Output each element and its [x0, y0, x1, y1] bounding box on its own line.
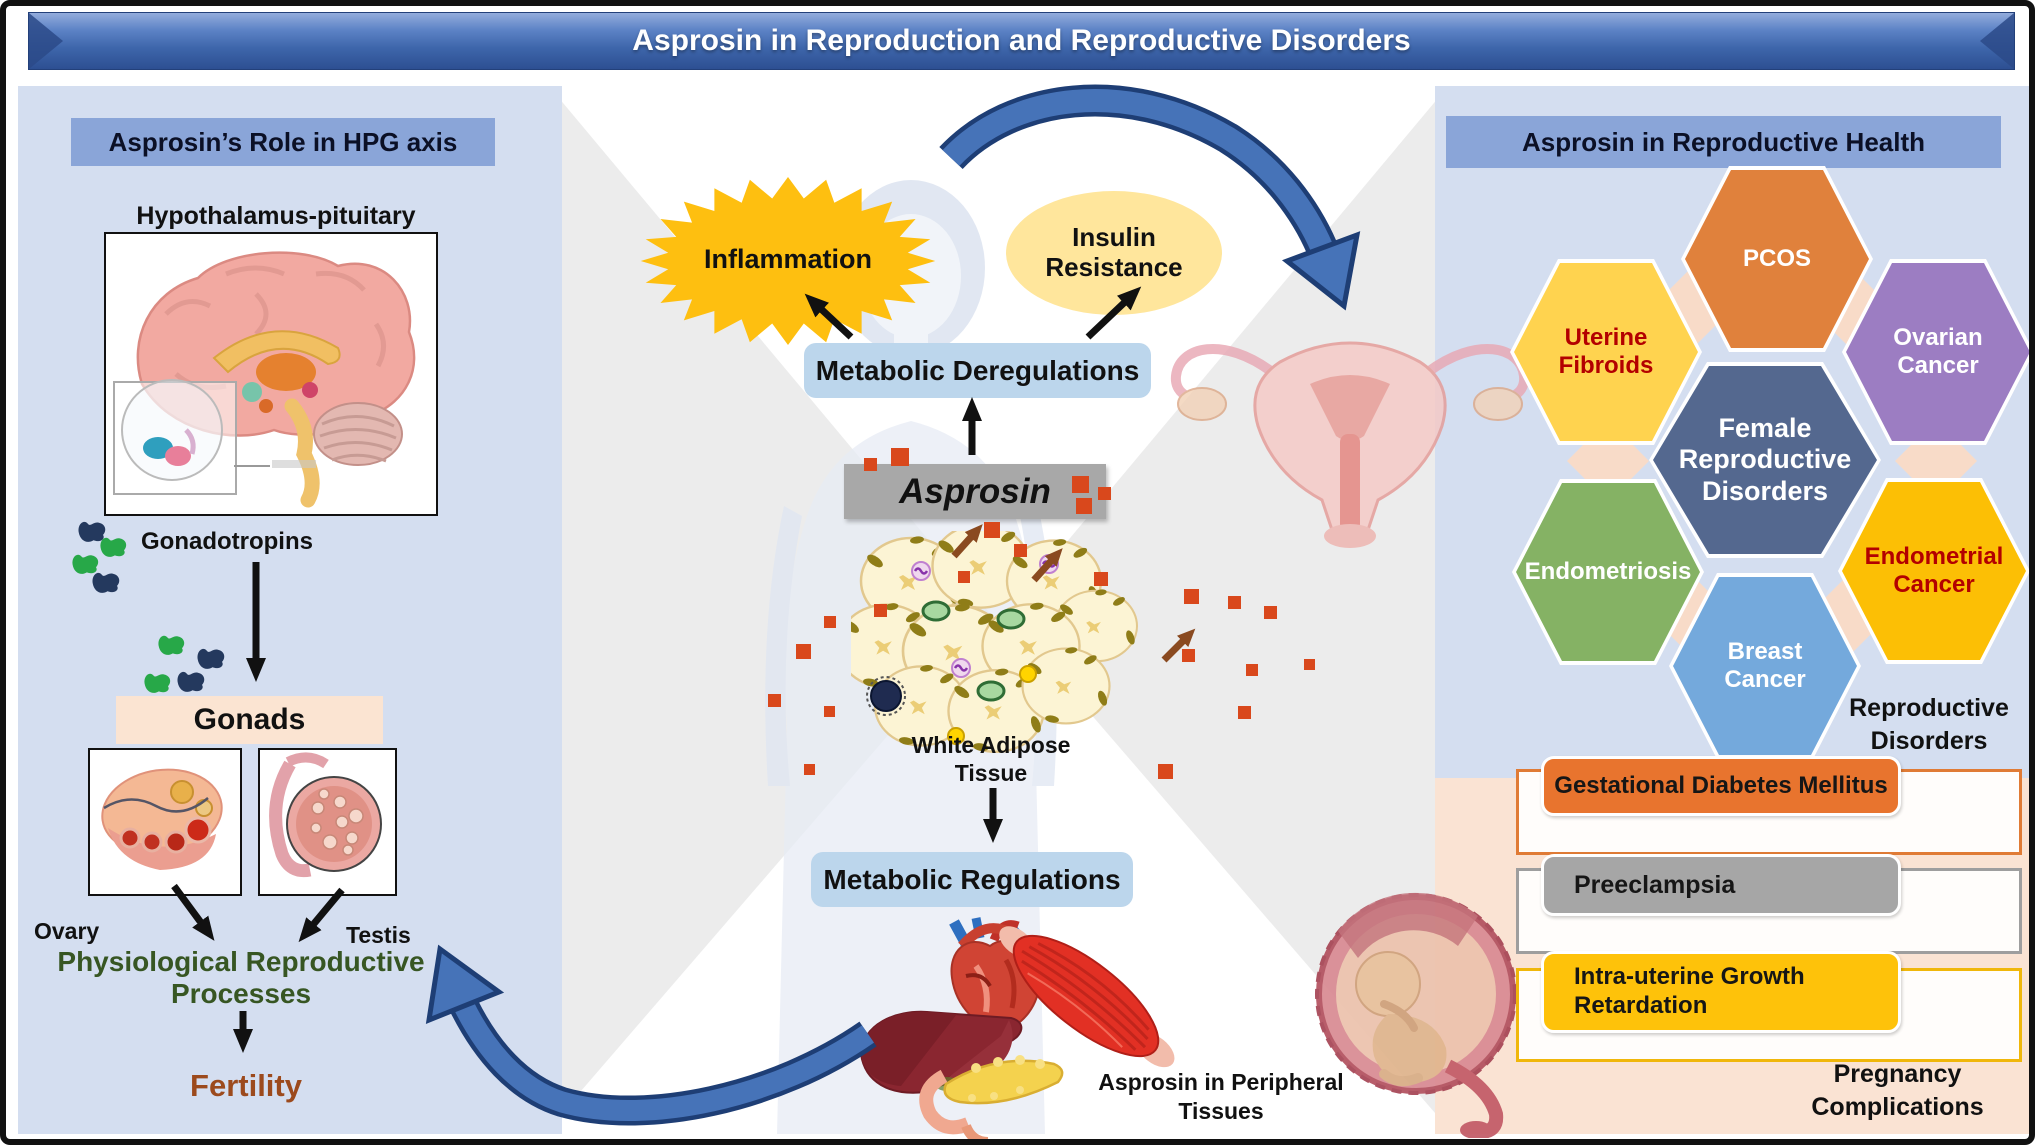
- hexagon-uterine-fibroids: Uterine Fibroids: [1510, 259, 1702, 445]
- inflammation-label: Inflammation: [703, 244, 872, 274]
- hpg-panel-header: Asprosin’s Role in HPG axis: [71, 118, 495, 166]
- title-banner: Asprosin in Reproduction and Reproductiv…: [28, 12, 2015, 70]
- white-adipose-label: White Adipose Tissue: [911, 732, 1071, 786]
- yellow-dot-icon: [947, 727, 965, 745]
- white-adipose-illustration: [851, 531, 1151, 766]
- brain-illustration: [113, 251, 416, 508]
- insulin-resistance-label: Insulin Resistance: [1045, 222, 1183, 282]
- uterus-illustration: [1154, 284, 1546, 552]
- figure-title: Asprosin in Reproduction and Reproductiv…: [632, 24, 1411, 57]
- hexagon-ovarian-cancer-label: Ovarian Cancer: [1893, 324, 1983, 379]
- hpg-header-label: Asprosin’s Role in HPG axis: [108, 126, 458, 157]
- hexagon-pcos-label: PCOS: [1742, 245, 1811, 273]
- hexagon-pcos: PCOS: [1681, 166, 1873, 352]
- metabolic-deregulations-label: Metabolic Deregulations: [815, 354, 1140, 386]
- hexagon-endometriosis-label: Endometriosis: [1524, 558, 1692, 586]
- hexagon-endometrial-cancer-label: Endometrial Cancer: [1864, 543, 2004, 598]
- reproductive-disorders-caption: Reproductive Disorders: [1849, 694, 2009, 755]
- gonads-label: Gonads: [193, 703, 306, 736]
- asprosin-label: Asprosin: [899, 471, 1051, 511]
- insulin-resistance-ellipse: Insulin Resistance: [1006, 191, 1222, 315]
- pregnancy-complications-caption: Pregnancy Complications: [1811, 1060, 1984, 1121]
- preeclampsia-box: Preeclampsia: [1541, 854, 1901, 916]
- gonads-bar: Gonads: [116, 696, 383, 744]
- fertility-label: Fertility: [190, 1068, 302, 1103]
- brain-image-box: [104, 232, 438, 516]
- testis-label: Testis: [346, 922, 411, 948]
- gonadotropins-label: Gonadotropins: [141, 528, 313, 555]
- gdm-box: Gestational Diabetes Mellitus: [1541, 756, 1901, 816]
- testis-illustration: [269, 752, 382, 878]
- physiological-processes-label: Physiological Reproductive Processes: [57, 946, 425, 1010]
- fetus-illustration: [1288, 886, 1573, 1138]
- testis-image-box: [258, 748, 397, 896]
- metabolic-deregulations-box: Metabolic Deregulations: [804, 343, 1151, 398]
- preeclampsia-label: Preeclampsia: [1574, 870, 1736, 899]
- ovary-label: Ovary: [34, 918, 100, 944]
- hexagon-breast-cancer-label: Breast Cancer: [1724, 638, 1806, 693]
- peripheral-organs-illustration: [851, 906, 1186, 1139]
- reproductive-health-header: Asprosin in Reproductive Health: [1446, 116, 2001, 168]
- ovary-illustration: [101, 768, 223, 870]
- ovary-image-box: [88, 748, 242, 896]
- iugr-label: Intra-uterine Growth Retardation: [1574, 963, 1805, 1019]
- hypothalamus-label: Hypothalamus-pituitary: [136, 202, 416, 230]
- hexagon-breast-cancer: Breast Cancer: [1669, 573, 1861, 759]
- inflammation-starburst-icon: [640, 177, 936, 345]
- peripheral-tissues-label: Asprosin in Peripheral Tissues: [1098, 1069, 1344, 1124]
- macrophage-icon: [870, 680, 902, 712]
- metabolic-regulations-label: Metabolic Regulations: [823, 863, 1121, 895]
- hexagon-female-reproductive-disorders-label: Female Reproductive Disorders: [1678, 413, 1852, 506]
- metabolic-regulations-box: Metabolic Regulations: [811, 852, 1133, 907]
- adipocyte-nuclei: [921, 600, 1026, 702]
- reproductive-health-header-label: Asprosin in Reproductive Health: [1521, 126, 1926, 157]
- pancreas-icon: [919, 1055, 1064, 1139]
- hexagon-female-reproductive-disorders: Female Reproductive Disorders: [1649, 362, 1881, 558]
- muscle-icon: [999, 926, 1175, 1068]
- hexagon-uterine-fibroids-label: Uterine Fibroids: [1558, 324, 1654, 379]
- yellow-dot-icon: [1019, 665, 1037, 683]
- asprosin-box: Asprosin: [844, 464, 1106, 519]
- hexagon-endometriosis: Endometriosis: [1512, 479, 1704, 665]
- gdm-label: Gestational Diabetes Mellitus: [1554, 772, 1888, 799]
- iugr-box: Intra-uterine Growth Retardation: [1541, 951, 1901, 1033]
